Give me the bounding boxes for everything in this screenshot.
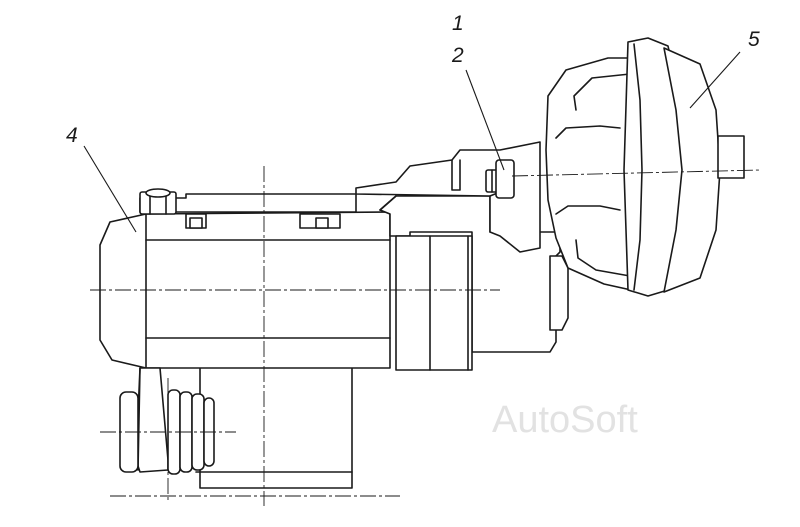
callout-2: 2 bbox=[451, 44, 464, 67]
callout-5: 5 bbox=[748, 28, 760, 51]
watermark: AutoSoft bbox=[492, 399, 638, 441]
bolt-nut bbox=[485, 159, 515, 199]
lever-arm bbox=[135, 367, 169, 473]
main-body bbox=[99, 188, 391, 369]
centerlines bbox=[90, 166, 761, 506]
brake-chamber bbox=[545, 37, 745, 297]
callout-4: 4 bbox=[66, 124, 78, 147]
leader-lines bbox=[83, 51, 741, 233]
callout-1: 1 bbox=[452, 12, 464, 35]
